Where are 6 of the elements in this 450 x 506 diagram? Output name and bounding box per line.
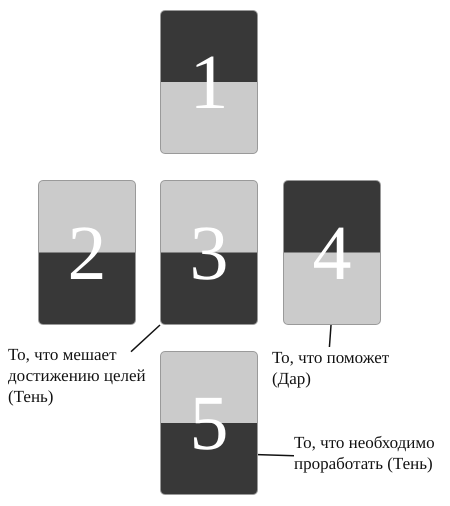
card-caption: То, что необходимо проработать (Тень) [294, 432, 446, 498]
leader-line [258, 454, 294, 456]
leader-line [328, 324, 332, 348]
card-caption: То, что поможет (Дар) [272, 347, 404, 393]
leader-line [130, 324, 160, 352]
card-caption: То, что мешает достижению целей (Тень) [8, 344, 158, 408]
